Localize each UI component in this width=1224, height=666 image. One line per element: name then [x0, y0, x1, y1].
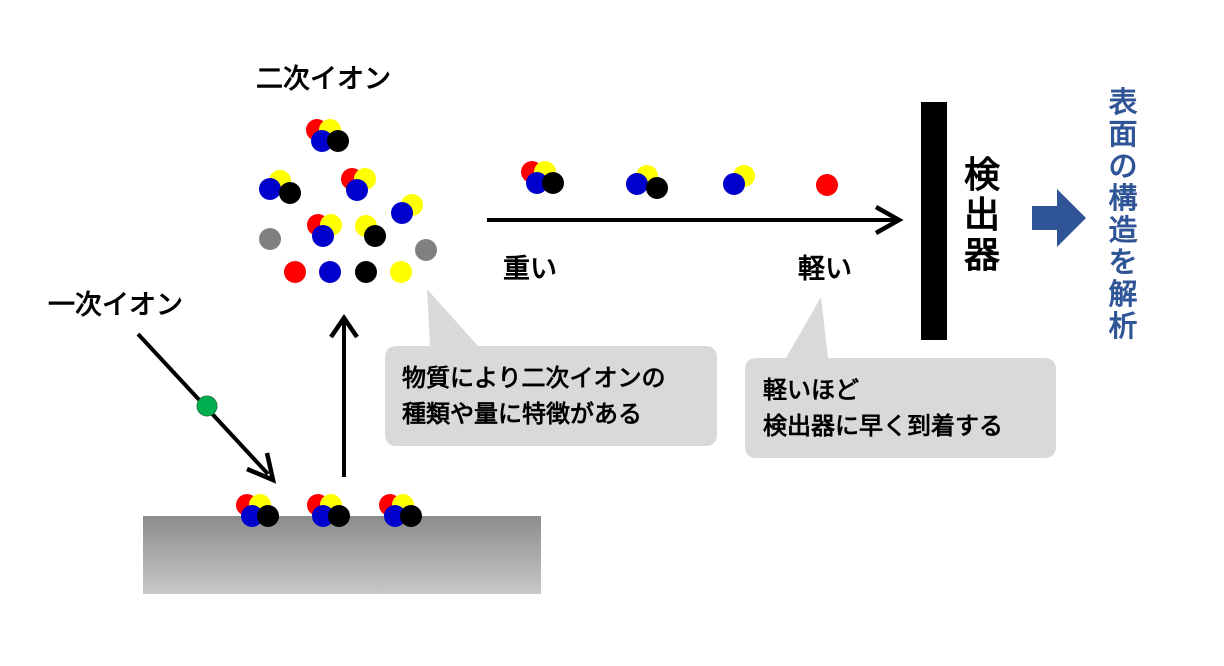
result-label-char: を: [1108, 245, 1138, 279]
black-atom: [364, 225, 386, 247]
result-label-char: の: [1108, 149, 1138, 183]
light-label: 軽い: [798, 254, 852, 285]
gray-atom: [415, 239, 437, 261]
gray-atom: [259, 228, 281, 250]
heavy-label: 重い: [503, 254, 557, 285]
blue-atom: [241, 505, 263, 527]
detector-label-char: 器: [963, 235, 1000, 276]
detector-label-char: 出: [963, 195, 1000, 236]
blue-atom: [526, 172, 548, 194]
callout-material-line1: 物質により二次イオンの: [402, 364, 666, 392]
detector-label: 検 出 器: [960, 158, 1004, 278]
black-atom: [646, 177, 668, 199]
blue-atom: [311, 130, 333, 152]
blue-atom: [319, 261, 341, 283]
black-atom: [279, 182, 301, 204]
callout-speed-line1: 軽いほど: [763, 376, 859, 404]
flight-arrow: [487, 205, 904, 235]
blue-atom: [312, 225, 334, 247]
blue-atom: [346, 179, 368, 201]
result-label-char: 析: [1108, 309, 1138, 343]
detector-label-char: 検: [963, 155, 1000, 196]
red-atom: [816, 174, 838, 196]
yellow-atom: [390, 261, 412, 283]
substrate: [143, 516, 541, 594]
black-atom: [257, 505, 279, 527]
result-label-char: 造: [1108, 213, 1138, 247]
detector-bar: [921, 102, 947, 340]
blue-atom: [384, 505, 406, 527]
particles: [236, 119, 838, 527]
blue-atom: [626, 173, 648, 195]
black-atom: [328, 505, 350, 527]
callout-material-text: 物質により二次イオンの 種類や量に特徴がある: [402, 360, 666, 432]
black-atom: [327, 130, 349, 152]
result-arrow: [1032, 189, 1086, 247]
callout-speed-line2: 検出器に早く到着する: [763, 412, 1003, 440]
callout-speed: [745, 297, 1056, 458]
black-atom: [542, 172, 564, 194]
callout-material-line2: 種類や量に特徴がある: [402, 400, 642, 428]
result-label: 表 面 の 構 造 を 解 析: [1103, 88, 1143, 344]
primary-ion-label: 一次イオン: [48, 290, 183, 321]
blue-atom: [312, 505, 334, 527]
secondary-ion-label: 二次イオン: [256, 64, 391, 95]
emission-arrow: [329, 314, 359, 477]
callout-material: [385, 289, 717, 446]
primary-ion-particle: [196, 395, 218, 417]
result-label-char: 表: [1108, 85, 1138, 119]
result-label-char: 構: [1108, 181, 1138, 215]
blue-atom: [259, 178, 281, 200]
red-atom: [284, 261, 306, 283]
black-atom: [400, 505, 422, 527]
result-label-char: 面: [1108, 117, 1138, 151]
callout-speed-text: 軽いほど 検出器に早く到着する: [763, 372, 1003, 444]
result-label-char: 解: [1108, 277, 1138, 311]
black-atom: [355, 261, 377, 283]
blue-atom: [723, 173, 745, 195]
blue-atom: [391, 202, 413, 224]
